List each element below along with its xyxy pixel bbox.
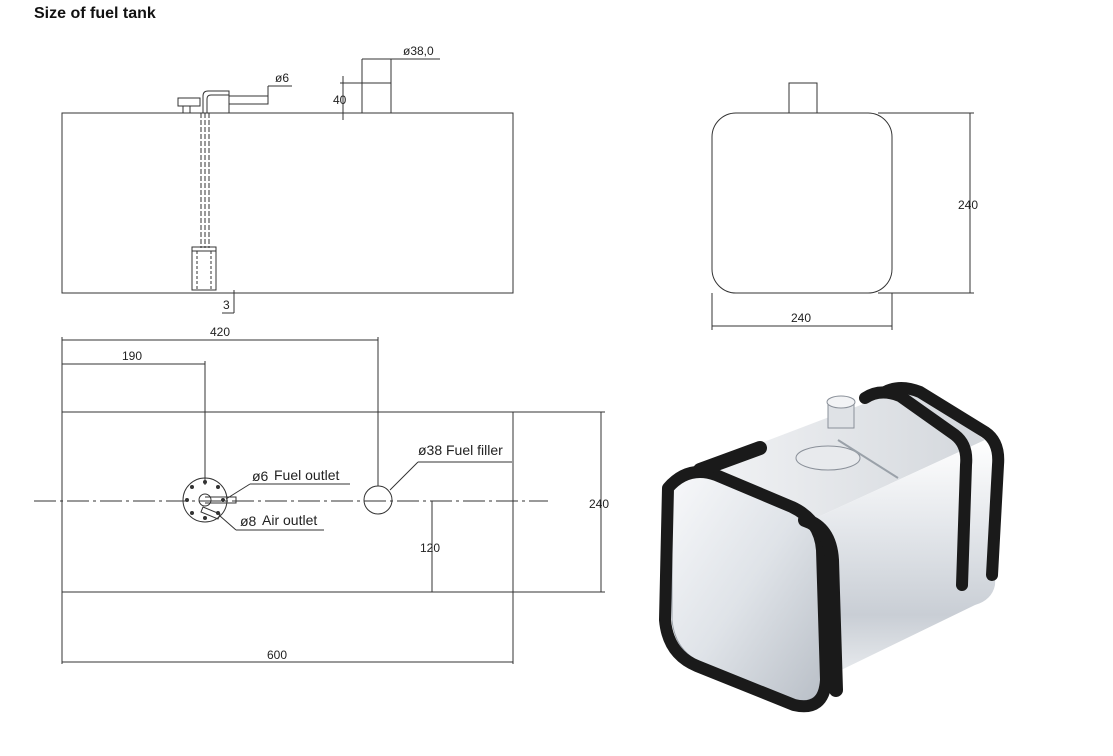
page-title: Size of fuel tank [34, 5, 156, 22]
top-view-total-length-label: 600 [267, 648, 287, 662]
top-view-length-to-outlet-label: 190 [122, 349, 142, 363]
top-view-sender-flange [182, 477, 228, 523]
side-view-strainer [191, 246, 217, 291]
fuel-outlet-diameter-label: ø6 [252, 468, 269, 484]
render-rear-strap-2 [879, 382, 1005, 581]
side-view-filler-neck [361, 82, 392, 114]
top-view-height-label: 240 [589, 497, 609, 511]
render-sender-plate [795, 445, 861, 471]
side-view-pipe-diameter-label: ø6 [275, 71, 289, 85]
top-view-center-offset-label: 120 [420, 541, 440, 555]
top-view-tank-body [61, 411, 514, 593]
end-view-filler-neck [788, 82, 818, 114]
side-view [61, 58, 514, 314]
side-view-tank-body [61, 112, 514, 294]
render-rear-strap-1 [859, 386, 973, 591]
air-outlet-label: Air outlet [262, 512, 317, 528]
top-view-filler-circle [363, 485, 393, 515]
top-view [34, 337, 605, 664]
fuel-filler-label: Fuel filler [446, 442, 503, 458]
end-view [711, 82, 974, 330]
fuel-tank-render [659, 382, 1005, 713]
end-view-tank-outline [711, 112, 893, 294]
end-view-width-label: 240 [791, 311, 811, 325]
render-filler-cap [826, 395, 856, 409]
side-view-clearance-label: 3 [223, 298, 230, 312]
end-view-height-label: 240 [958, 198, 978, 212]
render-middle-strap [693, 441, 843, 697]
side-view-filler-diameter-label: ø38,0 [403, 44, 434, 58]
top-view-length-to-filler-label: 420 [210, 325, 230, 339]
render-tank-body [790, 440, 1000, 690]
side-view-outlet-pipe [177, 97, 201, 107]
side-view-filler-height-label: 40 [333, 93, 347, 107]
fuel-outlet-label: Fuel outlet [274, 467, 339, 483]
filler-diameter-label: ø38 [418, 442, 442, 458]
air-outlet-diameter-label: ø8 [240, 513, 257, 529]
